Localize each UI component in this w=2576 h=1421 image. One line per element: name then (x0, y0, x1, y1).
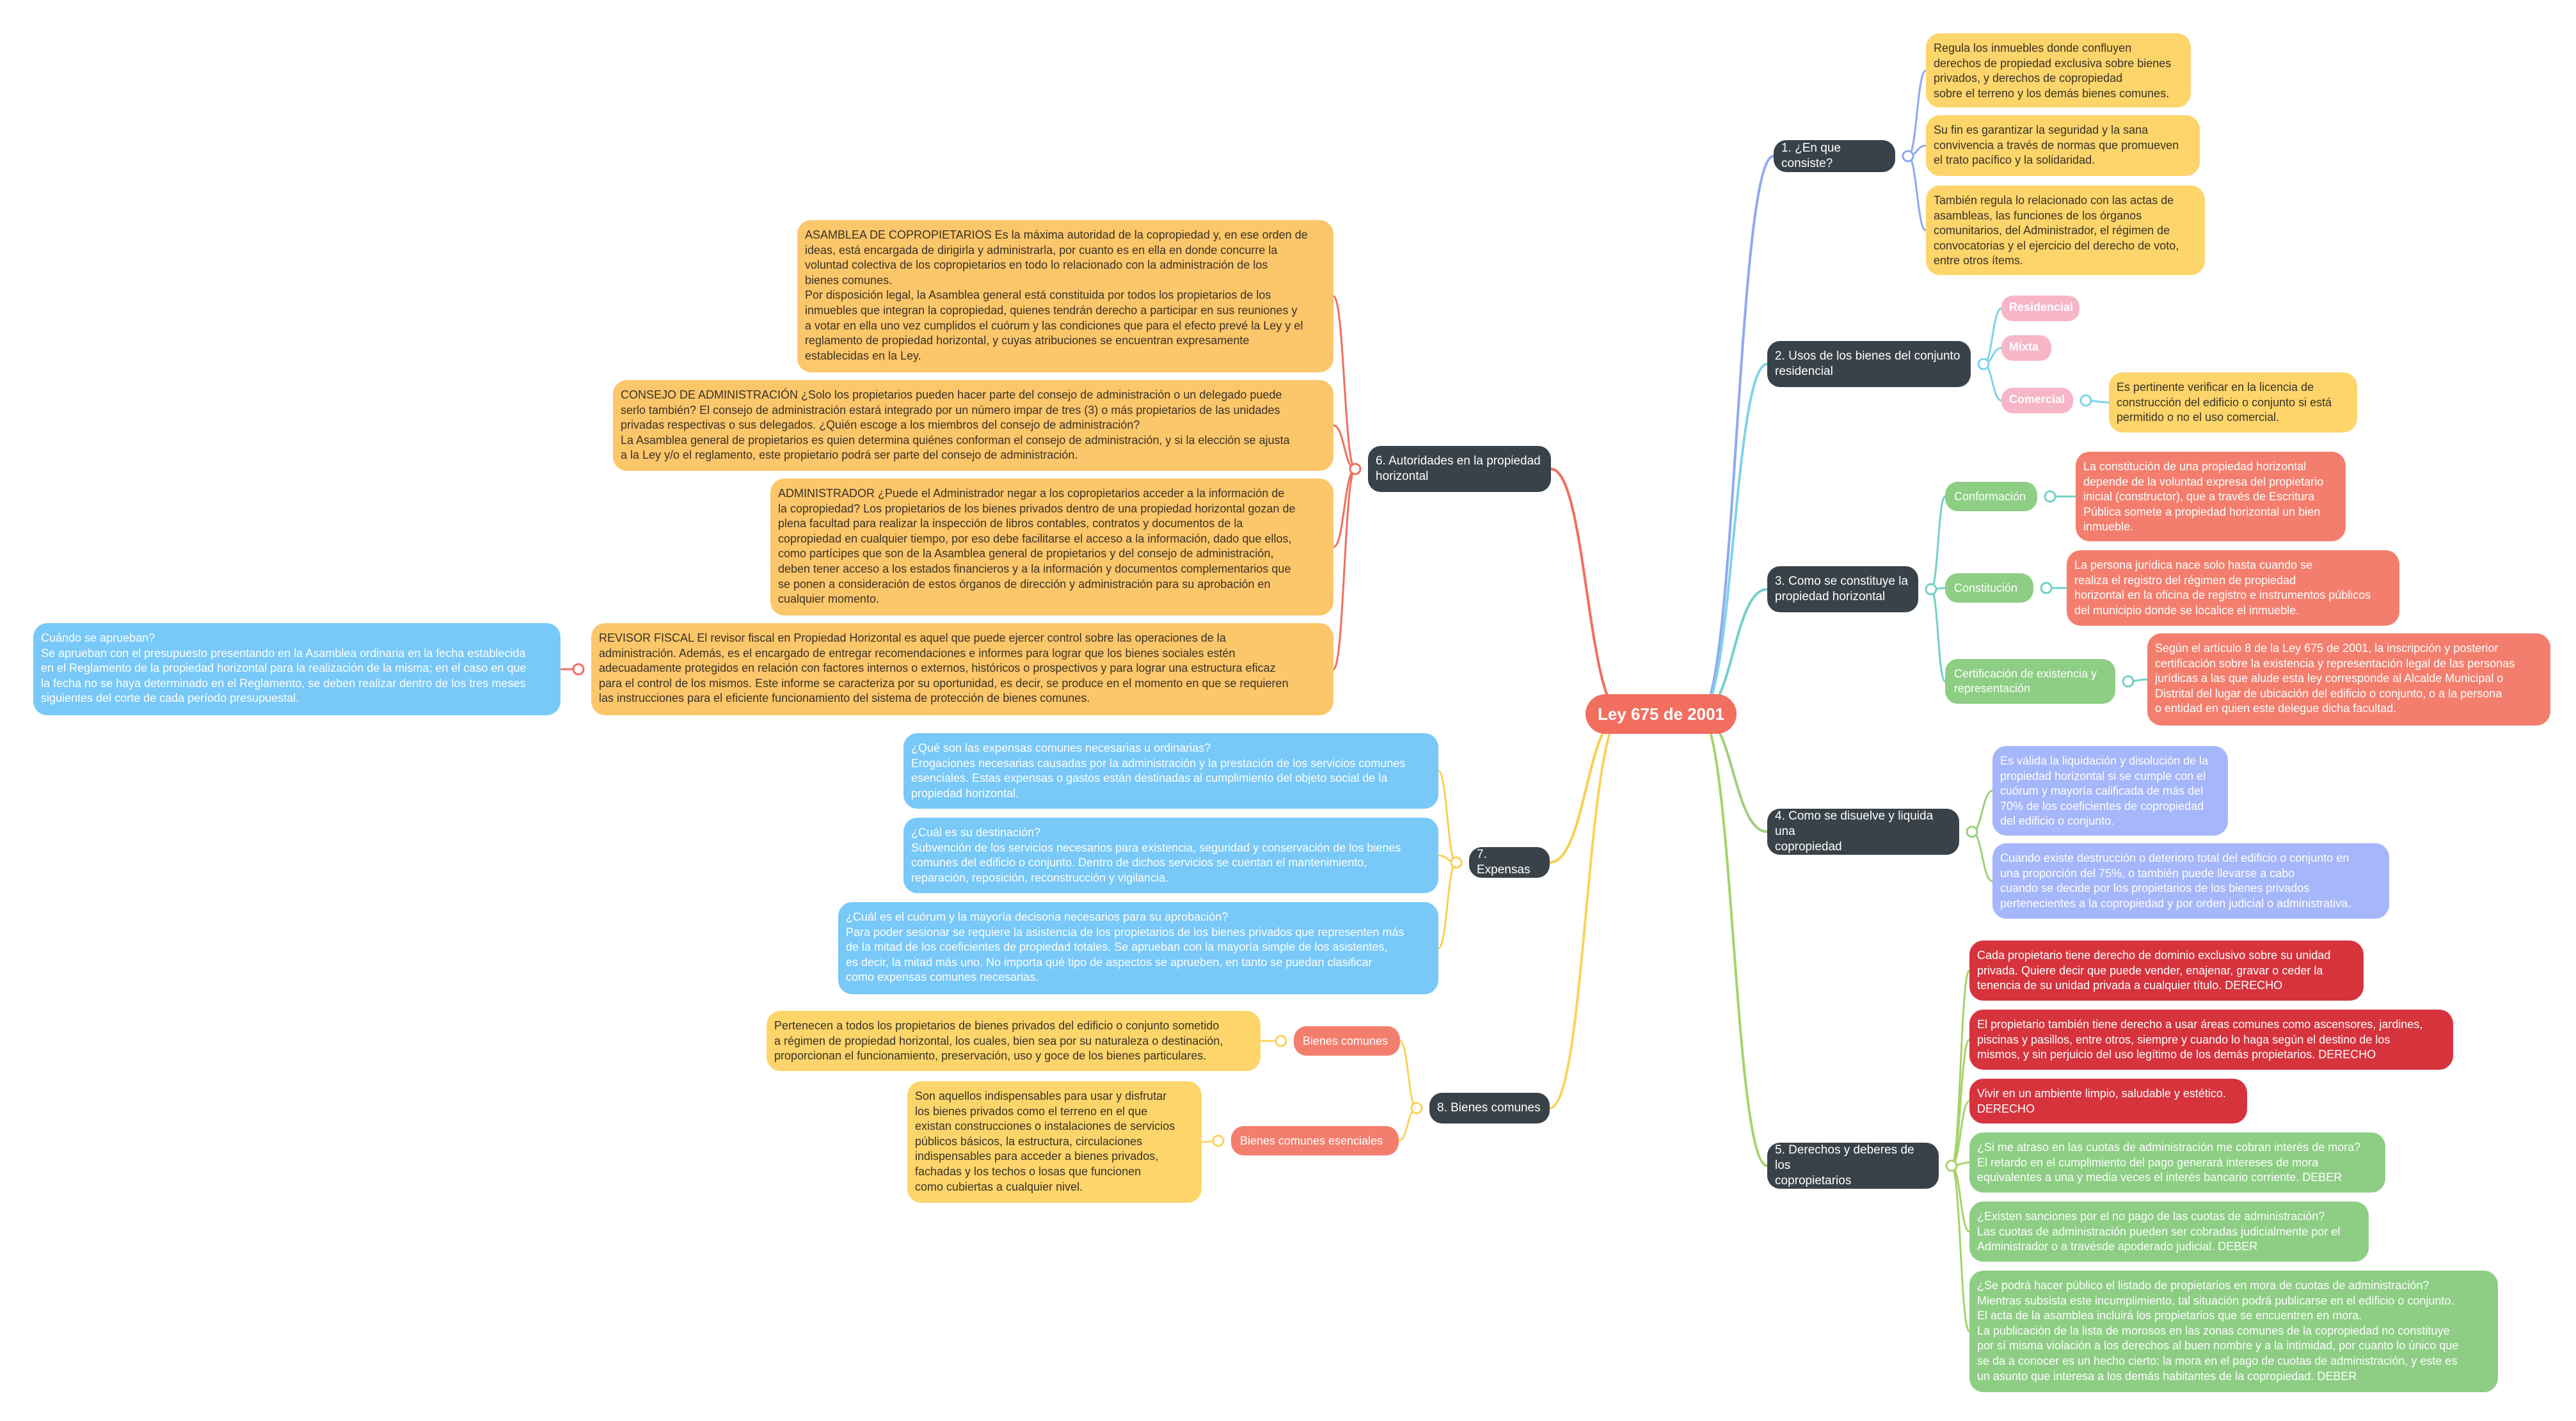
collapse-toggle[interactable] (572, 663, 585, 676)
tag-bienes-comunes[interactable]: Bienes comunes (1294, 1026, 1400, 1056)
branch-expensas[interactable]: 7. Expensas (1469, 847, 1550, 878)
child-connector (1971, 830, 1993, 882)
child-connector (1399, 1040, 1417, 1109)
branch-bienes-comunes[interactable]: 8. Bienes comunes (1429, 1093, 1550, 1123)
tag-certificacion[interactable]: Certificación de existencia y representa… (1945, 659, 2115, 704)
collapse-toggle[interactable] (1966, 825, 1978, 838)
leaf-regula-inmuebles[interactable]: Regula los inmuebles donde confluyen der… (1926, 33, 2191, 107)
leaf-listado-morosos[interactable]: ¿Se podrá hacer público el listado de pr… (1969, 1271, 2498, 1392)
child-connector (1907, 69, 1927, 157)
collapse-toggle[interactable] (1275, 1035, 1287, 1047)
branch-connector (1549, 713, 1623, 1109)
tag-bienes-comunes-esenciales[interactable]: Bienes comunes esenciales (1231, 1126, 1399, 1155)
leaf-administrador[interactable]: ADMINISTRADOR ¿Puede el Administrador ne… (770, 479, 1333, 615)
collapse-toggle[interactable] (2122, 675, 2135, 688)
leaf-constitucion-text[interactable]: La persona jurídica nace solo hasta cuan… (2067, 550, 2399, 626)
child-connector (1907, 155, 1927, 232)
branch-usos-bienes[interactable]: 2. Usos de los bienes del conjunto resid… (1767, 341, 1971, 387)
child-connector (1438, 861, 1457, 949)
branch-como-se-constituye[interactable]: 3. Como se constituye la propiedad horiz… (1767, 566, 1918, 612)
leaf-destinacion[interactable]: ¿Cuál es su destinación? Subvención de l… (903, 818, 1438, 893)
collapse-toggle[interactable] (1450, 856, 1463, 869)
branch-autoridades[interactable]: 6. Autoridades en la propiedad horizonta… (1368, 446, 1551, 492)
leaf-destruccion-deterioro[interactable]: Cuando existe destrucción o deterioro to… (1992, 843, 2389, 919)
leaf-certificacion-text[interactable]: Según el artículo 8 de la Ley 675 de 200… (2147, 633, 2550, 726)
child-connector (1930, 495, 1946, 591)
central-topic[interactable]: Ley 675 de 2001 (1586, 694, 1737, 734)
leaf-residencial[interactable]: Residencial (2001, 296, 2079, 321)
collapse-toggle[interactable] (2044, 490, 2056, 503)
leaf-bienes-esenciales-text[interactable]: Son aquellos indispensables para usar y … (907, 1081, 1202, 1203)
child-connector (1332, 468, 1356, 671)
leaf-consejo[interactable]: CONSEJO DE ADMINISTRACIÓN ¿Solo los prop… (613, 380, 1333, 471)
leaf-asamblea[interactable]: ASAMBLEA DE COPROPIETARIOS Es la máxima … (797, 220, 1333, 372)
branch-connector (1699, 363, 1768, 715)
child-connector (1983, 363, 2002, 402)
leaf-que-son-expensas[interactable]: ¿Qué son las expensas comunes necesarias… (903, 733, 1438, 809)
tag-constitucion[interactable]: Constitución (1945, 573, 2033, 603)
branch-connector (1549, 713, 1623, 864)
child-connector (1332, 295, 1356, 470)
tag-conformacion[interactable]: Conformación (1945, 482, 2037, 511)
collapse-toggle[interactable] (1945, 1159, 1958, 1172)
child-connector (1950, 1038, 1971, 1167)
leaf-regula-actas[interactable]: También regula lo relacionado con las ac… (1926, 186, 2205, 275)
collapse-toggle[interactable] (1410, 1102, 1423, 1115)
collapse-toggle[interactable] (1977, 358, 1990, 370)
branch-en-que-consiste[interactable]: 1. ¿En que consiste? (1774, 140, 1895, 172)
leaf-bienes-comunes-text[interactable]: Pertenecen a todos los propietarios de b… (767, 1011, 1260, 1071)
leaf-sanciones-no-pago[interactable]: ¿Existen sanciones por el no pago de las… (1969, 1202, 2369, 1262)
collapse-toggle[interactable] (2079, 394, 2092, 407)
child-connector (1930, 588, 1946, 683)
leaf-mixta[interactable]: Mixta (2001, 335, 2051, 361)
collapse-toggle[interactable] (2040, 582, 2053, 594)
leaf-liquidacion-valida[interactable]: Es válida la liquidación y disolución de… (1992, 746, 2228, 836)
leaf-conformacion-text[interactable]: La constitución de una propiedad horizon… (2076, 452, 2346, 541)
leaf-dominio-exclusivo[interactable]: Cada propietario tiene derecho de domini… (1969, 941, 2364, 1001)
leaf-revisor-fiscal[interactable]: REVISOR FISCAL El revisor fiscal en Prop… (591, 623, 1333, 715)
branch-derechos-deberes[interactable]: 5. Derechos y deberes de los copropietar… (1767, 1143, 1939, 1189)
branch-disuelve-liquida[interactable]: 4. Como se disuelve y liquida una coprop… (1767, 809, 1959, 855)
revisor-note-cuando-se-aprueban[interactable]: Cuándo se aprueban? Se aprueban con el p… (33, 623, 561, 715)
child-connector (1333, 468, 1356, 548)
child-connector (1950, 1164, 1971, 1333)
branch-connector (1699, 713, 1768, 1167)
collapse-toggle[interactable] (1925, 583, 1937, 596)
leaf-fin-seguridad[interactable]: Su fin es garantizar la seguridad y la s… (1926, 115, 2200, 176)
comercial-note[interactable]: Es pertinente verificar en la licencia d… (2109, 372, 2357, 433)
child-connector (1438, 770, 1457, 864)
branch-connector (1550, 468, 1623, 715)
collapse-toggle[interactable] (1349, 463, 1362, 475)
leaf-cuorum-mayoria[interactable]: ¿Cuál es el cuórum y la mayoría decisori… (838, 902, 1438, 994)
leaf-areas-comunes[interactable]: El propietario también tiene derecho a u… (1969, 1010, 2453, 1070)
leaf-comercial[interactable]: Comercial (2001, 388, 2073, 413)
leaf-ambiente-limpio[interactable]: Vivir en un ambiente limpio, saludable y… (1969, 1079, 2247, 1123)
branch-connector (1699, 155, 1774, 715)
child-connector (1971, 790, 1993, 833)
leaf-interes-mora[interactable]: ¿Si me atraso en las cuotas de administr… (1969, 1132, 2385, 1193)
collapse-toggle[interactable] (1902, 150, 1914, 163)
collapse-toggle[interactable] (1212, 1134, 1225, 1147)
